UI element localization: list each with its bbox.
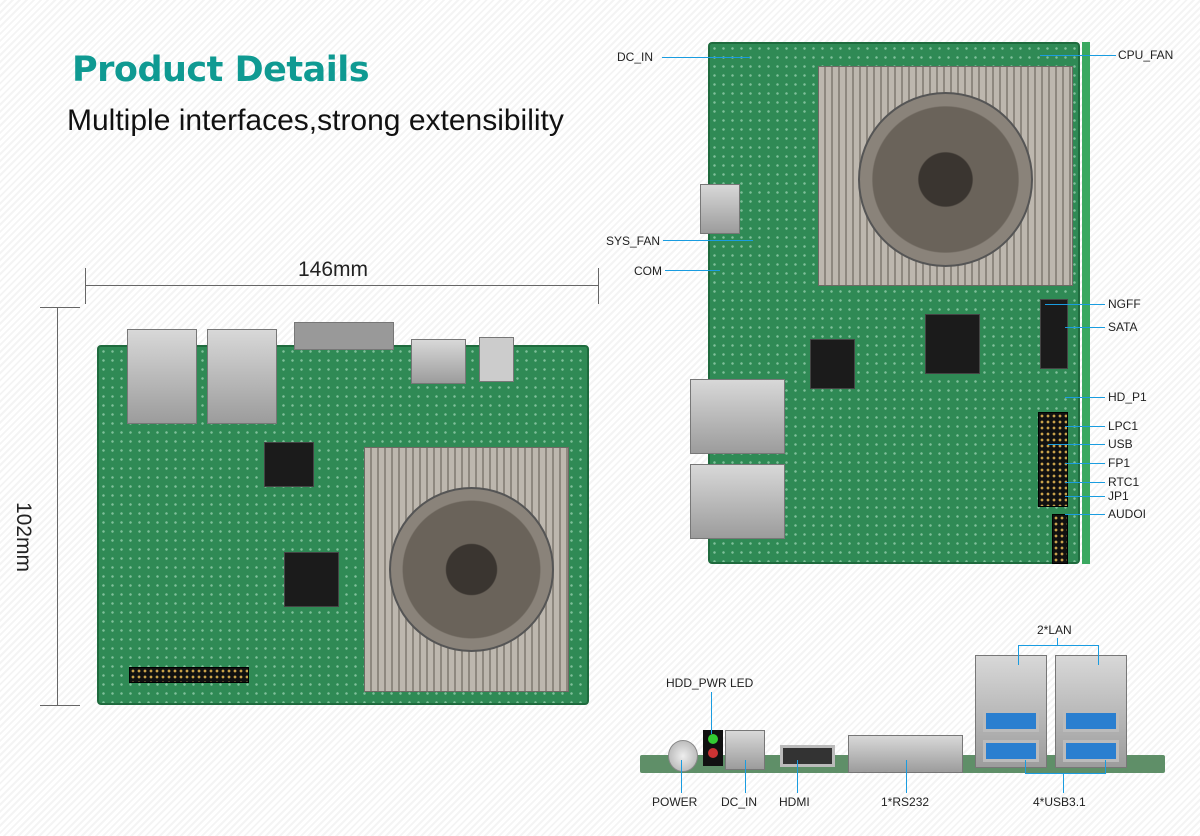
label-hdmi: HDMI [779,795,810,809]
power-button [668,740,698,772]
motherboard-left-photo [97,322,589,705]
page-subtitle: Multiple interfaces,strong extensibility [67,104,564,137]
rs232-port [848,735,963,773]
label-cpu-fan: CPU_FAN [1118,48,1174,62]
label-lpc1: LPC1 [1108,419,1139,433]
label-sata: SATA [1108,320,1138,334]
pcie-riser-edge [1082,42,1090,564]
page-title: Product Details [72,50,370,90]
label-rtc1: RTC1 [1108,475,1140,489]
label-audoi: AUDOI [1108,507,1147,521]
label-4-usb: 4*USB3.1 [1033,795,1086,809]
led-indicators [703,730,723,766]
label-2-lan: 2*LAN [1037,623,1072,637]
motherboard-top-photo [690,42,1080,564]
label-hd-p1: HD_P1 [1108,390,1147,404]
label-usb: USB [1108,437,1133,451]
label-fp1: FP1 [1108,456,1131,470]
label-power: POWER [652,795,698,809]
label-hdd-pwr-led: HDD_PWR LED [666,676,754,690]
hdmi-port [780,745,835,767]
label-com: COM [634,264,662,278]
label-dc-in: DC_IN [617,50,654,64]
label-rs232: 1*RS232 [881,795,930,809]
label-sys-fan: SYS_FAN [606,234,661,248]
label-dc-in-io: DC_IN [721,795,758,809]
width-label: 146mm [298,258,369,281]
label-ngff: NGFF [1108,297,1141,311]
height-label: 102mm [12,501,36,573]
label-jp1: JP1 [1108,489,1129,503]
